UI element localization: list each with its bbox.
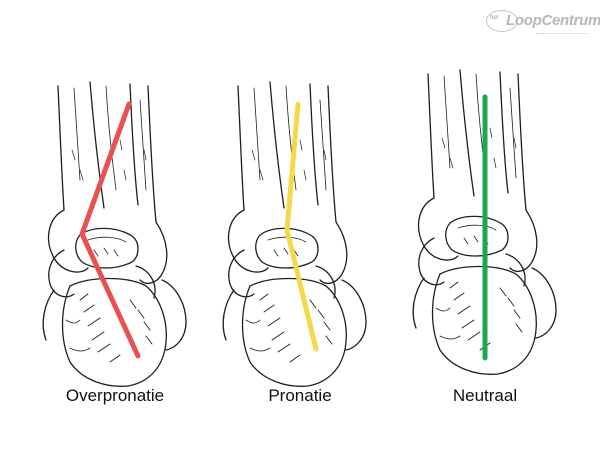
logo-wordmark: LoopCentrum: [506, 12, 600, 29]
logo-small-text: het: [490, 15, 499, 21]
alignment-line-overpronatie: [79, 101, 141, 359]
caption-overpronatie: Overpronatie: [65, 386, 165, 405]
alignment-line-pronatie: [284, 101, 319, 352]
loopcentrum-logo: het LoopCentrum: [486, 10, 600, 40]
logo-tagline-mark: [536, 33, 588, 38]
foot-sketch-overpronatie: [42, 81, 187, 387]
caption-pronatie: Pronatie: [268, 386, 332, 405]
caption-neutraal: Neutraal: [452, 386, 518, 405]
logo-oval-mark: [486, 10, 518, 32]
